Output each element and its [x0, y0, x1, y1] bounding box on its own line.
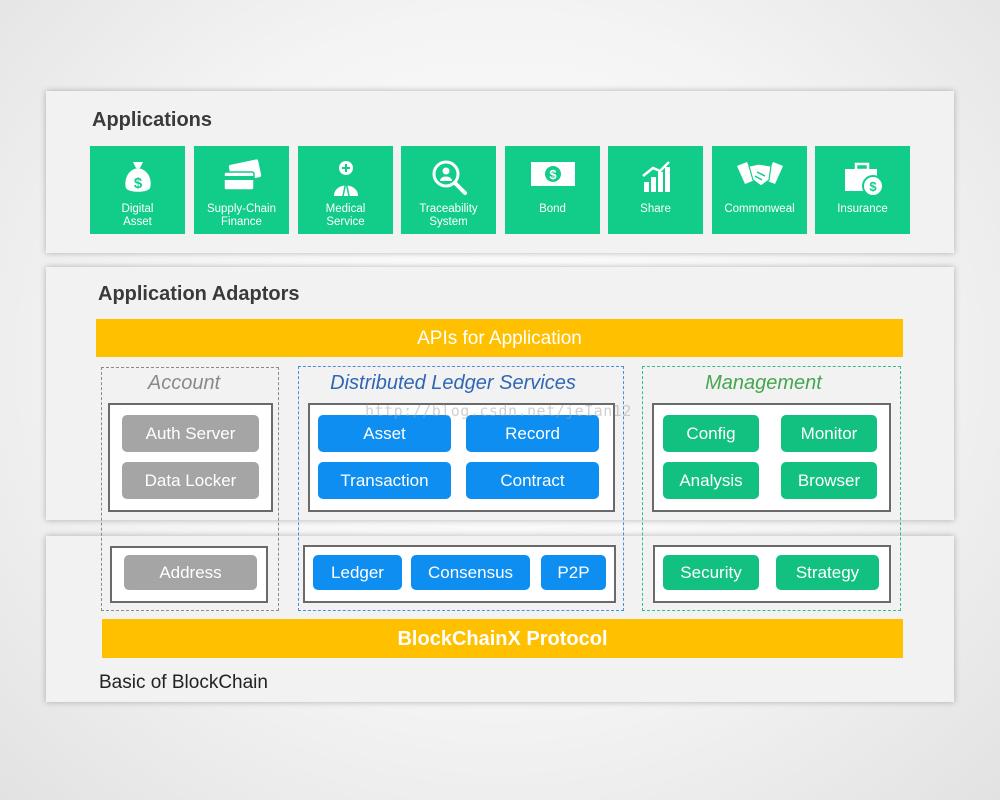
app-tile-label: Commonweal: [724, 203, 795, 215]
app-tile-label: Medical Service: [325, 203, 366, 228]
account-group-title: Account: [147, 372, 221, 394]
applications-title: Applications: [92, 109, 213, 131]
briefcase-dollar-icon: $: [815, 158, 910, 197]
app-tile-label: Digital Asset: [121, 203, 154, 228]
p2p-button[interactable]: P2P: [541, 555, 606, 590]
magnifier-person-icon: [401, 158, 496, 195]
app-tile-insurance[interactable]: $ Insurance: [815, 146, 910, 234]
svg-text:$: $: [549, 167, 557, 182]
app-tile-label: Traceability System: [419, 203, 478, 228]
consensus-button[interactable]: Consensus: [411, 555, 530, 590]
protocol-bar: BlockChainX Protocol: [102, 619, 903, 658]
api-bar: APIs for Application: [96, 319, 903, 357]
management-group-title: Management: [705, 372, 822, 394]
handshake-icon: [712, 158, 807, 194]
auth-server-button[interactable]: Auth Server: [122, 415, 259, 452]
app-tile-digital-asset[interactable]: $ Digital Asset: [90, 146, 185, 234]
app-tile-label: Insurance: [837, 203, 888, 215]
app-tile-supply-chain-finance[interactable]: Supply-Chain Finance: [194, 146, 289, 234]
analysis-button[interactable]: Analysis: [663, 462, 759, 499]
asset-button[interactable]: Asset: [318, 415, 451, 452]
basic-title: Basic of BlockChain: [99, 672, 268, 693]
app-tile-medical-service[interactable]: Medical Service: [298, 146, 393, 234]
transaction-button[interactable]: Transaction: [318, 462, 451, 499]
data-locker-button[interactable]: Data Locker: [122, 462, 259, 499]
config-button[interactable]: Config: [663, 415, 759, 452]
browser-button[interactable]: Browser: [781, 462, 877, 499]
app-tile-label: Share: [640, 203, 671, 215]
ledger-button[interactable]: Ledger: [313, 555, 402, 590]
banknote-icon: $: [505, 158, 600, 194]
adaptors-title: Application Adaptors: [98, 283, 300, 305]
app-tile-share[interactable]: Share: [608, 146, 703, 234]
strategy-button[interactable]: Strategy: [776, 555, 879, 590]
monitor-button[interactable]: Monitor: [781, 415, 877, 452]
ledger-group-title: Distributed Ledger Services: [330, 372, 576, 394]
ledger-group: [298, 366, 624, 611]
app-tile-bond[interactable]: $ Bond: [505, 146, 600, 234]
doctor-icon: [298, 158, 393, 197]
app-tile-label: Supply-Chain Finance: [206, 203, 277, 228]
contract-button[interactable]: Contract: [466, 462, 599, 499]
address-button[interactable]: Address: [124, 555, 257, 590]
money-bag-icon: $: [90, 158, 185, 194]
app-tile-commonweal[interactable]: Commonweal: [712, 146, 807, 234]
record-button[interactable]: Record: [466, 415, 599, 452]
app-tile-traceability-system[interactable]: Traceability System: [401, 146, 496, 234]
svg-text:$: $: [133, 175, 142, 192]
svg-text:$: $: [869, 179, 877, 194]
watermark: http://blog.csdn.net/jeIan12: [365, 402, 632, 420]
app-tile-label: Bond: [539, 203, 566, 215]
security-button[interactable]: Security: [663, 555, 759, 590]
account-group: [101, 367, 279, 611]
management-group: [642, 366, 901, 611]
bar-chart-icon: [608, 158, 703, 194]
credit-card-icon: [194, 158, 289, 194]
